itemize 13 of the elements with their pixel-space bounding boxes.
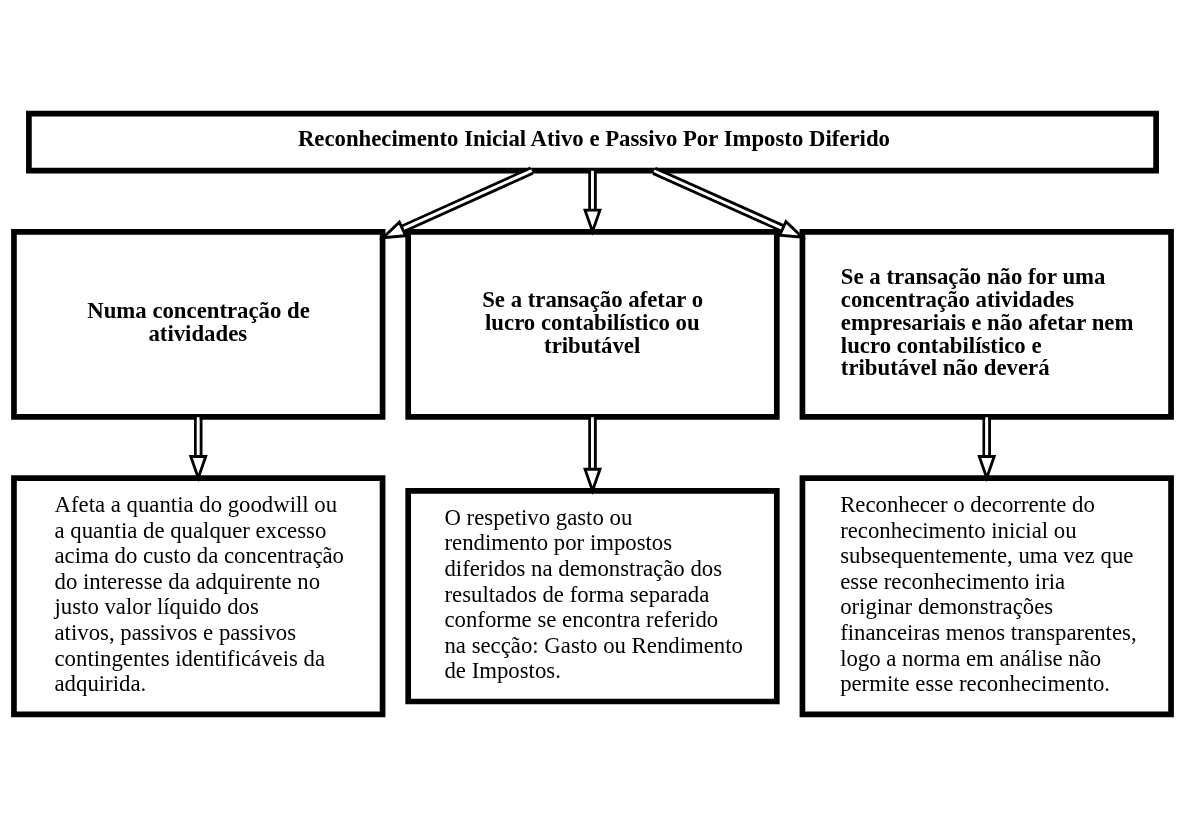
node-box: Afeta a quantia do goodwill ou a quantia de qualquer excesso acima do custo da concentração do interesse da adquirente no justo valor líquido dos ativos, passivos e passivos contingentes identificáveis da adquirida. <box>11 475 386 718</box>
node-box: Reconhecer o decorrente do reconhecimento inicial ou subsequentemente, uma vez que esse reconhecimento iria originar demonstrações financeiras menos transparentes, logo a norma em análise não permite esse reconhecimento. <box>799 475 1174 718</box>
arrow <box>977 417 997 483</box>
node-box: Se a transação afetar o lucro contabilístico ou tributável <box>405 228 780 420</box>
arrow <box>379 166 534 240</box>
arrow <box>652 166 807 240</box>
arrow <box>583 170 602 236</box>
node-box: Se a transação não for uma concentração atividades empresariais e não afetar nem lucro contabilístico e tributável não deverá <box>799 228 1174 420</box>
arrow <box>583 417 602 495</box>
node-box: Reconhecimento Inicial Ativo e Passivo Por Imposto Diferido <box>26 110 1159 174</box>
arrow <box>188 417 208 483</box>
node-box: Numa concentração de atividades <box>11 228 386 420</box>
node-box: O respetivo gasto ou rendimento por impostos diferidos na demonstração dos resultados de forma separada conforme se encontra referido na secção: Gasto ou Rendimento de Impostos. <box>405 488 780 705</box>
